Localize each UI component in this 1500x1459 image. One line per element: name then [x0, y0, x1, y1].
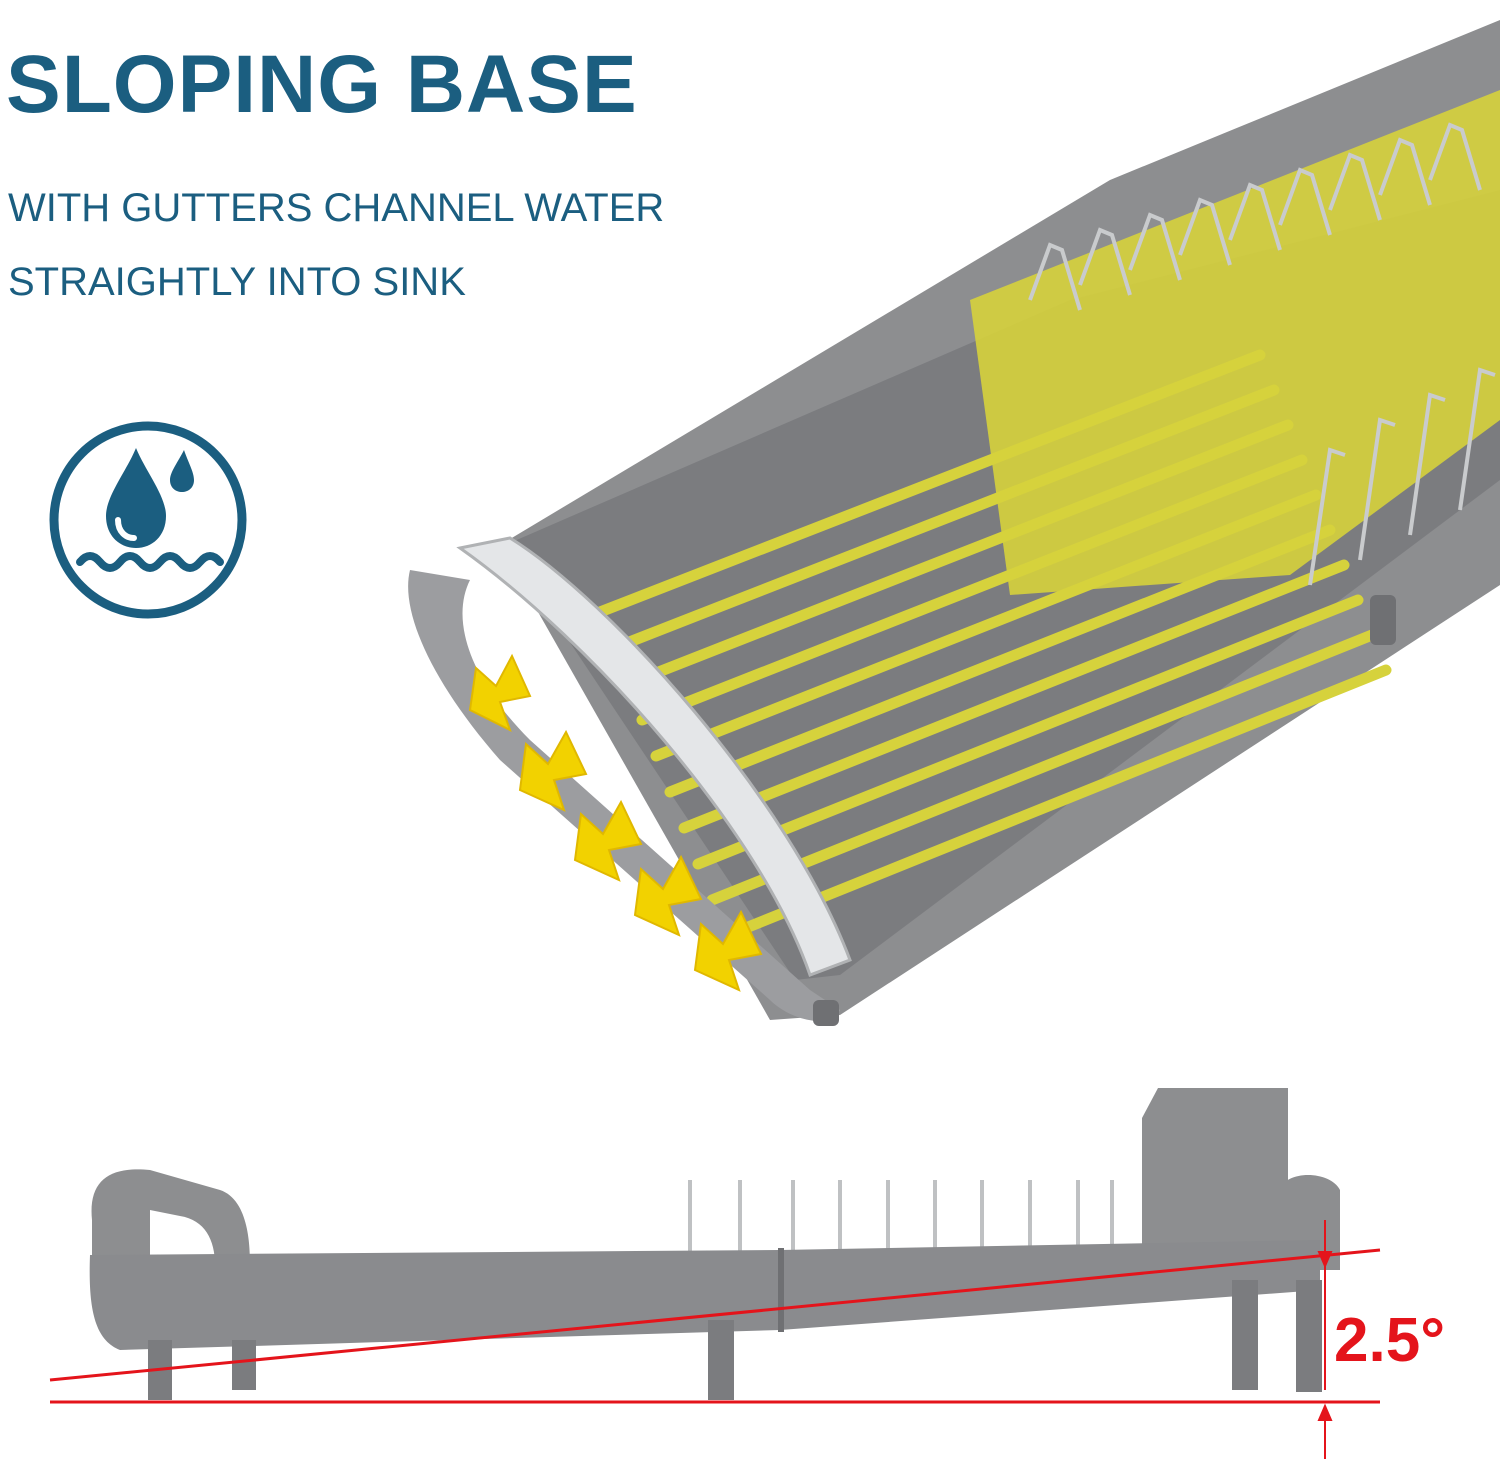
- subtitle-line-2: STRAIGHTLY INTO SINK: [8, 260, 466, 304]
- base-beam: [89, 1240, 1320, 1350]
- yellow-arrow-icon: [468, 653, 763, 992]
- slope-line: [49, 1248, 1381, 1382]
- measure-arrow: [1317, 1220, 1333, 1459]
- steel-band: [456, 536, 852, 977]
- left-handle: [91, 1169, 250, 1265]
- utensil-holder: [1142, 1088, 1288, 1280]
- slope-angle-label: 2.5°: [1334, 1306, 1445, 1375]
- front-rim: [408, 570, 840, 1021]
- foot: [1370, 595, 1396, 645]
- headline: SLOPING BASE: [6, 39, 638, 130]
- water-drop-icon: [49, 421, 247, 619]
- rack-side-view: [49, 1088, 1381, 1459]
- subtitle-line-1: WITH GUTTERS CHANNEL WATER: [8, 186, 665, 230]
- foot: [813, 1000, 839, 1026]
- wire-dividers: [1028, 122, 1496, 586]
- rack-top-view: [408, 20, 1500, 1026]
- drying-mat: [970, 90, 1500, 595]
